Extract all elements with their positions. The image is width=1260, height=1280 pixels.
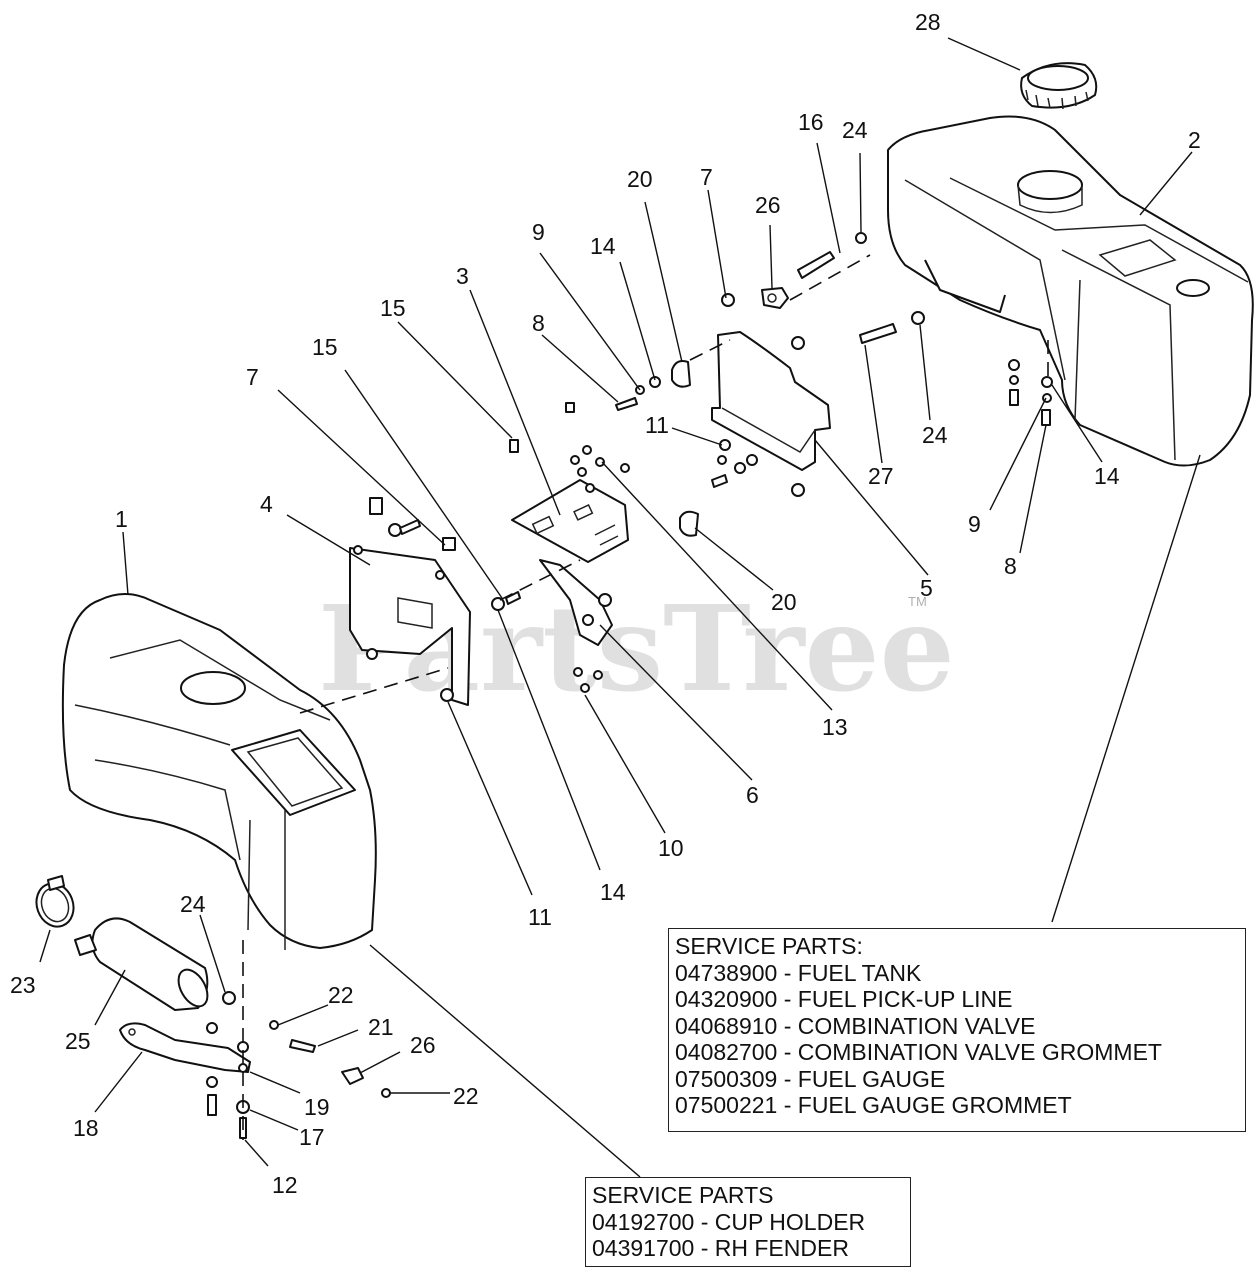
callout-16: 16 [798, 109, 824, 135]
callout-7-left: 7 [246, 364, 259, 390]
fuel-pick-up-line [797, 251, 835, 279]
callout-28: 28 [915, 9, 941, 35]
callout-22-lower: 22 [453, 1083, 479, 1109]
combination-valve-assembly [539, 559, 613, 646]
callout-11-top: 11 [645, 412, 669, 438]
bracket [711, 331, 831, 471]
callout-21: 21 [368, 1014, 394, 1040]
clip-lower [679, 510, 699, 537]
callout-24-right: 24 [922, 422, 948, 448]
callout-14-bottom: 14 [600, 879, 626, 905]
service-part-line: 04068910 - COMBINATION VALVE [675, 1012, 1036, 1039]
valve-grommet-lower [341, 1067, 364, 1085]
callout-7-top: 7 [700, 164, 713, 190]
callout-8-top: 8 [532, 310, 545, 336]
callout-12: 12 [272, 1172, 298, 1198]
callout-26-bottom: 26 [410, 1032, 436, 1058]
mounting-plate [511, 479, 629, 563]
pin [289, 1039, 316, 1053]
callout-26-top: 26 [755, 192, 781, 218]
fuel-filler-neck [1017, 170, 1083, 200]
callout-1: 1 [115, 506, 128, 532]
callout-24-bottom: 24 [180, 891, 206, 917]
service-parts-fuel-tank: SERVICE PARTS: 04738900 - FUEL TANK 0432… [668, 928, 1246, 1132]
callout-4: 4 [260, 491, 273, 517]
callout-8-right: 8 [1004, 553, 1017, 579]
cup-holder-opening [180, 671, 246, 705]
callout-14-top: 14 [590, 233, 616, 259]
service-part-line: 04082700 - COMBINATION VALVE GROMMET [675, 1039, 1162, 1065]
fuel-tank [887, 115, 1254, 467]
watermark-trademark: TM [908, 594, 927, 609]
alignment-lines [242, 254, 1049, 1140]
callout-9-top: 9 [532, 219, 545, 245]
callout-20-mid: 20 [771, 589, 797, 615]
strap [119, 1022, 251, 1073]
callout-10: 10 [658, 835, 684, 861]
callout-13: 13 [822, 714, 848, 740]
service-parts-fender: SERVICE PARTS 04192700 - CUP HOLDER 0439… [585, 1177, 911, 1267]
rh-fender [61, 593, 377, 950]
callout-15-upper: 15 [380, 295, 406, 321]
service-part-line: 04391700 - RH FENDER [592, 1235, 849, 1261]
callout-6: 6 [746, 782, 759, 808]
leader-lines [39, 37, 1201, 1178]
service-part-line: 04192700 - CUP HOLDER [592, 1208, 866, 1235]
callout-27: 27 [868, 463, 894, 489]
callout-9-right: 9 [968, 511, 981, 537]
service-parts-heading: SERVICE PARTS: [675, 933, 863, 959]
service-part-line: 04320900 - FUEL PICK-UP LINE [675, 986, 1013, 1012]
service-parts-heading: SERVICE PARTS [592, 1182, 774, 1208]
callout-20-top: 20 [627, 166, 653, 192]
hose-clamp [35, 875, 75, 928]
callout-19: 19 [304, 1094, 330, 1120]
valve-grommet-upper [761, 287, 789, 309]
clip-upper [671, 360, 691, 388]
callout-15-lower: 15 [312, 334, 338, 360]
callout-18: 18 [73, 1115, 99, 1141]
callout-2: 2 [1188, 127, 1201, 153]
fuel-cap [1020, 62, 1098, 110]
fuel-gauge-opening [1176, 279, 1210, 297]
service-part-line: 04738900 - FUEL TANK [675, 959, 922, 986]
service-part-line: 07500309 - FUEL GAUGE [675, 1065, 946, 1092]
callout-3: 3 [456, 263, 469, 289]
canister [74, 917, 209, 1011]
callout-5: 5 [920, 575, 933, 601]
callout-23: 23 [10, 972, 36, 998]
callout-17: 17 [299, 1124, 325, 1150]
hose [859, 323, 897, 344]
cover-plate [349, 545, 471, 706]
callout-labels: 28 2 16 24 20 7 26 9 14 3 15 8 15 7 11 2… [10, 9, 1201, 1198]
callout-11-bottom: 11 [528, 904, 552, 930]
callout-14-right: 14 [1094, 463, 1120, 489]
callout-25: 25 [65, 1028, 91, 1054]
callout-24-top: 24 [842, 117, 868, 143]
callout-22-upper: 22 [328, 982, 354, 1008]
service-part-line: 07500221 - FUEL GAUGE GROMMET [675, 1092, 1072, 1118]
